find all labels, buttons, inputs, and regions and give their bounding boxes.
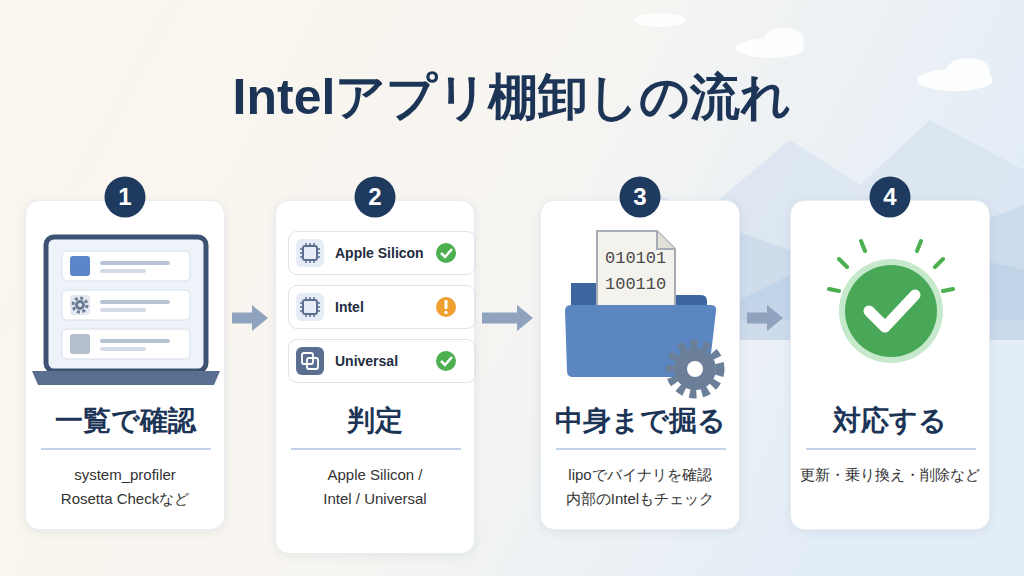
art-shape [303,246,317,260]
art-shape [829,241,953,291]
art-shape [291,448,461,450]
art-shape [70,256,90,276]
art-shape [303,300,317,314]
art-shape [296,293,324,321]
art-shape [105,177,146,218]
step-description: lipoでバイナリを確認 内部のIntelもチェック [541,463,739,511]
step-description: Apple Silicon / Intel / Universal [276,463,474,511]
art-shape [441,249,452,257]
step-number: 2 [354,176,396,218]
step-description: 更新・乗り換え・削除など [791,463,989,487]
step-number-text: 1 [104,176,146,218]
art-shape [62,290,190,320]
art-shape [73,298,87,312]
art-shape [296,293,456,321]
art-shape [670,344,720,394]
art-shape [436,243,456,263]
art-shape [70,334,90,354]
status-box: Universal [288,339,476,383]
art-shape [41,448,211,450]
art-shape [70,295,90,315]
art-shape [62,329,190,359]
art-shape [634,13,686,27]
art-shape [296,347,324,375]
art-shape [869,295,915,327]
art-shape [100,261,170,265]
flow-arrow [482,313,517,324]
art-shape [100,308,146,312]
art-shape [300,243,320,263]
art-shape [100,339,170,343]
step-card: 一覧で確認 system_profiler Rosetta Checkなど [25,200,225,530]
binary-digits: 010101 [605,249,666,269]
art-shape [100,269,146,273]
status-box: Apple Silicon [288,231,476,275]
binary-digits: 100110 [605,275,666,295]
art-shape [46,237,206,371]
art-shape [32,371,220,385]
art-shape [78,303,82,307]
step-heading: 中身まで掘る [541,401,739,441]
flow-arrow [747,313,767,324]
step-card: 対応する更新・乗り換え・削除など [790,200,990,530]
step-heading: 一覧で確認 [26,401,224,441]
art-shape [946,58,990,84]
step-heading: 判定 [276,401,474,441]
status-label: Intel [289,286,475,328]
title: Intelアプリ棚卸しの流れ [0,62,1024,132]
step-heading: 対応する [791,401,989,441]
art-shape [674,348,716,390]
step-number: 3 [619,176,661,218]
art-shape [806,448,976,450]
step-card: 中身まで掘る lipoでバイナリを確認 内部のIntelもチェック 010101 10… [540,200,740,530]
art-shape [687,361,703,377]
art-shape [444,311,447,314]
art-shape [839,259,943,363]
step-number: 1 [104,176,146,218]
art-shape [75,300,85,310]
art-shape [100,300,170,304]
art-shape [100,347,146,351]
art-shape [845,265,937,357]
art-shape [441,357,452,365]
art-shape [870,177,911,218]
art-shape [307,358,318,369]
step-number-text: 4 [869,176,911,218]
art-shape [556,448,726,450]
art-shape [355,177,396,218]
art-shape [300,297,320,317]
art-shape [445,300,448,309]
art-shape [657,231,675,249]
step-number-text: 3 [619,176,661,218]
status-label: Apple Silicon [289,232,475,274]
art-shape [764,28,804,52]
step-number-text: 2 [354,176,396,218]
step-number: 4 [869,176,911,218]
art-shape [620,177,661,218]
step-description: system_profiler Rosetta Checkなど [26,463,224,511]
art-shape [436,297,456,317]
status-box: Intel [288,285,476,329]
flow-arrow [232,313,252,324]
art-shape [436,351,456,371]
step-card: 判定 Apple Silicon / Intel / Universal Apple… [275,200,475,554]
art-shape [296,239,324,267]
art-shape [62,251,190,281]
status-label: Universal [289,340,475,382]
